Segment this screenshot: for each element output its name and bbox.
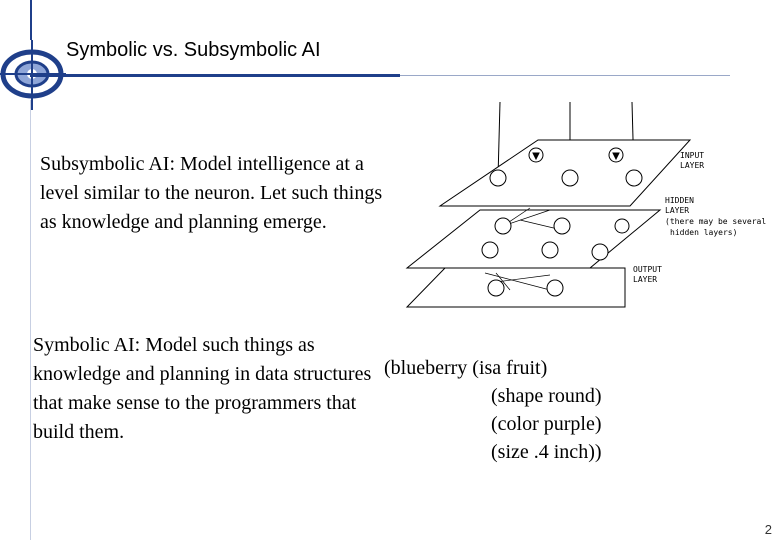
output-layer-label-1: OUTPUT [633,265,662,274]
decorative-vertical-line-top [30,0,32,40]
code-line-1: (blueberry (isa fruit) [384,357,548,379]
code-line-2: (shape round) [491,385,602,407]
page-number: 2 [764,522,772,537]
neural-network-diagram: INPUT LAYER HIDDEN LAYER (there may be s… [405,101,766,308]
title-underline [30,74,400,77]
hidden-layer-label-4: hidden layers) [670,228,737,237]
input-layer-label-1: INPUT [680,151,704,160]
input-layer-label-2: LAYER [680,161,704,170]
output-layer-label-2: LAYER [633,275,657,284]
subsymbolic-description: Subsymbolic AI: Model intelligence at a … [40,153,383,233]
code-line-3: (color purple) [491,413,602,435]
symbolic-description: Symbolic AI: Model such things as knowle… [33,334,372,443]
output-nodes [487,279,564,297]
slide-title: Symbolic vs. Subsymbolic AI [66,39,321,61]
hidden-layer-label-1: HIDDEN [665,196,694,205]
title-underline-extension [400,75,730,76]
code-line-4: (size .4 inch)) [491,441,602,463]
decorative-vertical-line [30,100,31,540]
hidden-nodes [481,217,630,261]
hidden-layer-label-2: LAYER [665,206,689,215]
output-layer-plane [405,267,626,308]
symbolic-code-example: (blueberry (isa fruit) (shape round) (colo… [384,354,602,466]
input-nodes [489,147,643,187]
hidden-layer-label-3: (there may be several [665,217,766,226]
